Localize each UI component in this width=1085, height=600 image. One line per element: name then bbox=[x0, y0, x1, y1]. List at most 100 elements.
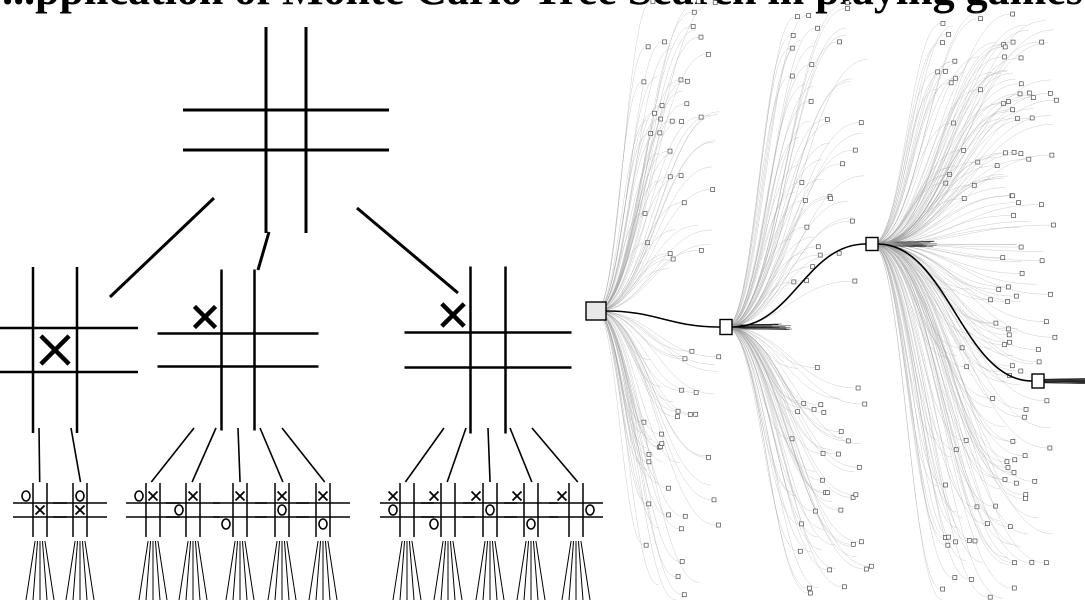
tree-leaf-node bbox=[679, 526, 684, 532]
tree-leaf-node bbox=[845, 6, 850, 11]
expanded-node bbox=[719, 318, 733, 336]
tree-leaf-node bbox=[1044, 319, 1049, 324]
fan-line bbox=[475, 540, 486, 600]
o-mark bbox=[221, 518, 231, 530]
tree-leaf-node bbox=[810, 264, 815, 270]
fan-line bbox=[286, 540, 297, 600]
fan-line bbox=[535, 540, 546, 600]
tree-leaf-node bbox=[1006, 284, 1011, 290]
tree-leaf-node bbox=[1022, 414, 1027, 420]
tree-branch bbox=[877, 115, 1052, 245]
tree-branch bbox=[595, 310, 645, 546]
tree-leaf-node bbox=[820, 451, 826, 456]
tree-leaf-node bbox=[946, 31, 951, 37]
tree-branch bbox=[725, 326, 819, 588]
tree-branch bbox=[725, 326, 813, 553]
tree-branch bbox=[877, 243, 1019, 330]
expanded-node bbox=[1031, 373, 1045, 389]
tree-leaf-node bbox=[657, 130, 663, 136]
tree-bundle bbox=[1043, 381, 1085, 383]
tree-leaf-node bbox=[710, 187, 716, 192]
tree-leaf-node bbox=[1002, 477, 1008, 482]
tree-leaf-node bbox=[678, 173, 684, 178]
x-stroke bbox=[34, 504, 46, 516]
tree-branch bbox=[725, 84, 805, 328]
tree-branch bbox=[877, 243, 1021, 274]
tree-branch bbox=[871, 243, 952, 457]
tree-branch bbox=[595, 36, 699, 312]
tree-leaf-node bbox=[836, 451, 841, 457]
tree-leaf-node bbox=[974, 504, 980, 510]
tree-branch bbox=[725, 220, 851, 328]
x-mark bbox=[511, 490, 523, 502]
tree-branch bbox=[877, 92, 1028, 245]
tree-leaf-node bbox=[807, 585, 812, 591]
tree-leaf-node bbox=[643, 542, 649, 548]
tree-branch bbox=[871, 63, 957, 245]
tree-leaf-node bbox=[1002, 54, 1007, 60]
tree-leaf-node bbox=[646, 459, 652, 465]
tree-branch bbox=[595, 310, 642, 423]
tree-branch bbox=[877, 174, 1004, 245]
tree-leaf-node bbox=[711, 497, 717, 503]
tree-branch bbox=[725, 326, 808, 589]
tree-leaf-node bbox=[1048, 91, 1053, 96]
tree-branch bbox=[725, 159, 823, 328]
tree-leaf-node bbox=[1032, 478, 1038, 484]
tree-branch bbox=[725, 326, 847, 442]
tree-leaf-node bbox=[940, 21, 946, 26]
connector-line bbox=[531, 427, 579, 483]
tree-leaf-node bbox=[1009, 363, 1015, 369]
tree-leaf-node bbox=[943, 482, 948, 488]
tree-leaf-node bbox=[1000, 255, 1006, 260]
mcts-tree-visualization bbox=[585, 0, 1085, 600]
tree-branch bbox=[871, 243, 973, 542]
fan-line bbox=[449, 540, 456, 600]
tree-leaf-node bbox=[646, 452, 652, 457]
tree-leaf-node bbox=[642, 211, 648, 216]
tree-leaf-node bbox=[799, 521, 804, 527]
x-stroke bbox=[387, 490, 399, 502]
tree-branch bbox=[877, 243, 1023, 418]
o-mark bbox=[485, 504, 495, 516]
tree-leaf-node bbox=[1010, 193, 1015, 199]
fan-line bbox=[84, 540, 95, 600]
tree-leaf-node bbox=[667, 174, 673, 180]
tree-branch bbox=[725, 326, 857, 389]
tree-branch bbox=[871, 178, 995, 245]
tree-branch bbox=[725, 40, 801, 328]
tree-branch bbox=[877, 224, 1052, 245]
connector-line bbox=[404, 427, 445, 483]
tree-branch bbox=[871, 243, 989, 598]
tree-leaf-node bbox=[825, 490, 830, 496]
tree-branch bbox=[725, 239, 792, 328]
connector-line bbox=[191, 427, 217, 483]
tree-branch bbox=[877, 243, 1037, 285]
tree-leaf-node bbox=[691, 9, 697, 15]
tree-leaf-node bbox=[669, 118, 675, 124]
tree-leaf-node bbox=[808, 99, 814, 104]
tree-leaf-node bbox=[952, 575, 958, 580]
tree-branch bbox=[871, 243, 1004, 599]
fan-line bbox=[138, 540, 149, 600]
tree-leaf-node bbox=[795, 409, 800, 415]
tree-leaf-node bbox=[799, 180, 805, 185]
tree-branch bbox=[871, 243, 970, 580]
x-mark bbox=[556, 490, 568, 502]
tree-bundle bbox=[1043, 378, 1085, 380]
tree-branch bbox=[725, 326, 865, 570]
level1-board bbox=[0, 267, 138, 433]
tree-leaf-node bbox=[659, 441, 665, 446]
fan-line bbox=[482, 540, 489, 600]
tree-leaf-node bbox=[824, 117, 830, 122]
tree-leaf-node bbox=[712, 0, 718, 5]
tree-branch bbox=[877, 243, 1029, 535]
connector-line bbox=[108, 196, 216, 299]
tree-branch bbox=[595, 115, 710, 312]
tree-branch bbox=[595, 310, 716, 365]
best-path bbox=[877, 243, 1033, 382]
tree-branch bbox=[595, 1, 651, 312]
tree-leaf-node bbox=[1052, 334, 1058, 340]
tree-branch bbox=[595, 310, 707, 457]
tree-branch bbox=[871, 243, 944, 538]
